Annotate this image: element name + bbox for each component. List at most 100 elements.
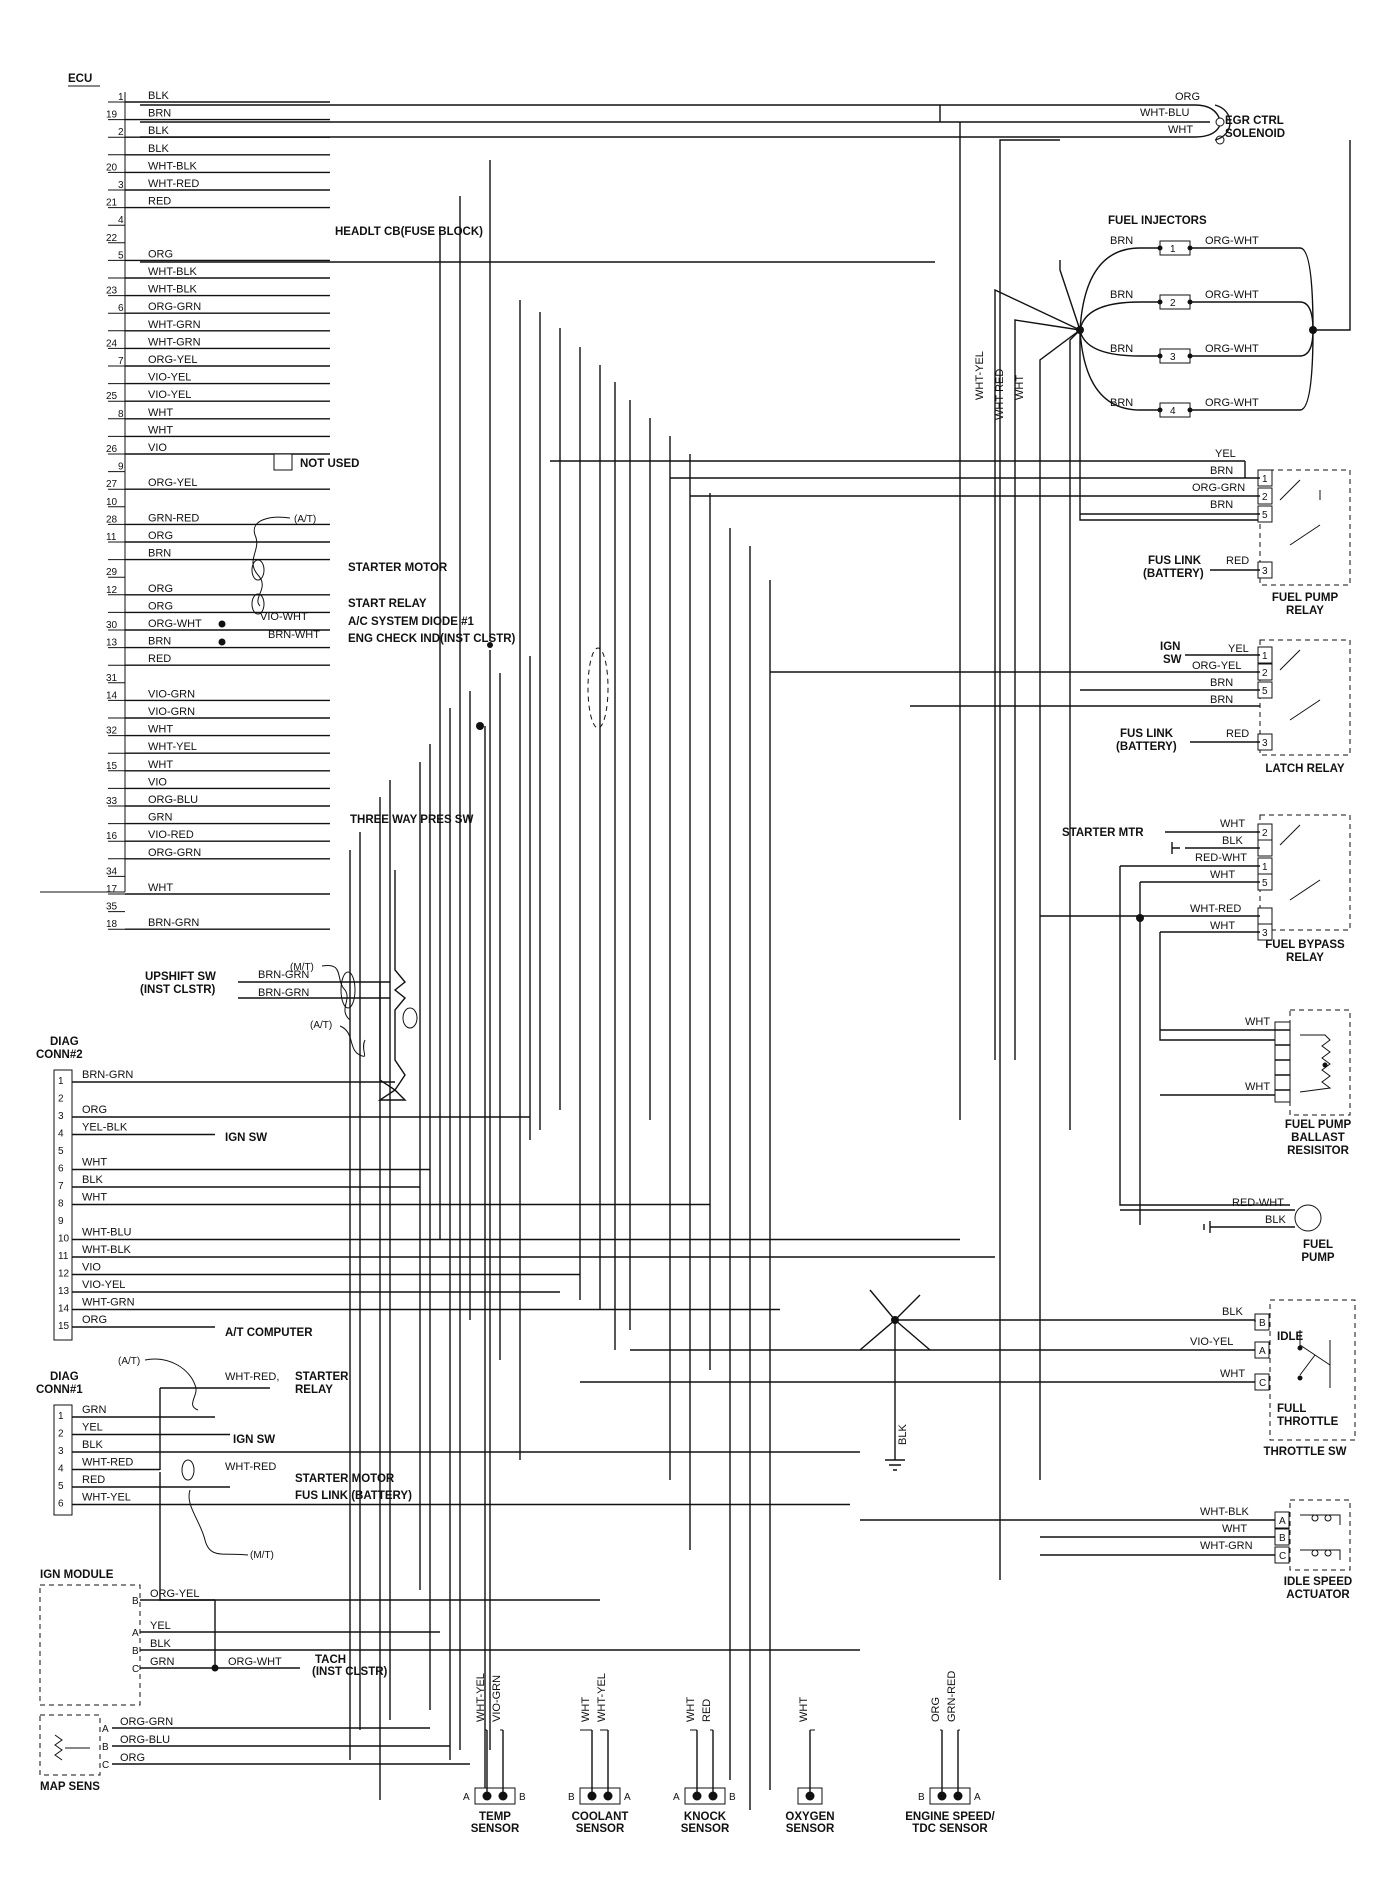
ign-module-wire-label: YEL <box>150 1620 171 1632</box>
diag-conn-2: DIAG CONN#2 1BRN-GRN23ORG4YEL-BLK56WHT7B… <box>36 1036 995 1341</box>
wht-red-vert-label: WHT-RED <box>994 369 1006 420</box>
ecu-wire-label: GRN-RED <box>148 512 199 524</box>
relay-pin-number: 2 <box>1262 668 1268 679</box>
isa-label-1: IDLE SPEED <box>1284 1576 1352 1588</box>
relay-pin-number: A <box>1259 1346 1266 1357</box>
battery-2-label: (BATTERY) <box>1116 741 1177 753</box>
relay-pin-number: B <box>1259 1318 1266 1329</box>
ecu-wire-label: WHT-BLK <box>148 160 198 172</box>
blk-vert-label: BLK <box>897 1424 909 1445</box>
d2-pin-12: 12 <box>58 1269 70 1280</box>
diag1-label-1: DIAG <box>50 1371 79 1383</box>
latch-relay-box <box>1259 639 1351 756</box>
d2-wire-label: BRN-GRN <box>82 1069 133 1081</box>
engine-speed-tdc-sensor-pin-left: B <box>918 1792 925 1803</box>
relay-pin <box>1257 839 1273 857</box>
at-note-3: (A/T) <box>118 1356 140 1367</box>
d1-wire-label: GRN <box>82 1404 107 1416</box>
fuel-bypass-label-2: RELAY <box>1286 952 1324 964</box>
at-computer-label: A/T COMPUTER <box>225 1327 313 1339</box>
ecu-wire-label: WHT-RED <box>148 178 199 190</box>
relay-pin <box>1257 907 1273 925</box>
ecu-pin-14: 14 <box>106 690 118 701</box>
fpr-brn-label: BRN <box>1210 465 1233 477</box>
ecu-wire-label: ORG <box>148 600 173 612</box>
start-relay-label: START RELAY <box>348 598 427 610</box>
injector-org-wht-label: ORG-WHT <box>1205 289 1259 301</box>
eng-check-label: ENG CHECK IND(INST CLSTR) <box>348 633 516 645</box>
engine-speed-tdc-sensor-pin-right: A <box>974 1792 981 1803</box>
d2-wire-label: VIO-YEL <box>82 1279 125 1291</box>
engine-speed-tdc-sensor-label-1: ENGINE SPEED/ <box>905 1811 995 1823</box>
temp-sensor-label-1: TEMP <box>479 1811 511 1823</box>
fpr-red-label: RED <box>1226 555 1249 567</box>
diag2-label-2: CONN#2 <box>36 1049 83 1061</box>
fuel-pump-label-2: PUMP <box>1301 1252 1335 1264</box>
coolant-sensor-label-1: COOLANT <box>572 1811 629 1823</box>
ecu-wire-label: BRN-GRN <box>148 917 199 929</box>
d2-pin-3: 3 <box>58 1111 64 1122</box>
coolant-sensor-wire-label: WHT-YEL <box>596 1673 608 1722</box>
coolant-sensor-label-2: SENSOR <box>576 1823 625 1835</box>
ecu-pin-18: 18 <box>106 919 118 930</box>
isa-label-2: ACTUATOR <box>1286 1589 1350 1601</box>
ecu-wire-label: ORG <box>148 248 173 260</box>
egr-wht-label: WHT <box>1168 124 1193 136</box>
brn-grn-label-b: BRN-GRN <box>258 987 309 999</box>
egr-wht-blu-label: WHT-BLU <box>1140 107 1190 119</box>
oxygen-sensor-wire-label: WHT <box>798 1697 810 1722</box>
d2-pin-1: 1 <box>58 1076 64 1087</box>
d2-pin-9: 9 <box>58 1216 64 1227</box>
ecu-pin-15: 15 <box>106 761 118 772</box>
fb-wht2-label: WHT <box>1210 869 1235 881</box>
d2-wire-label: ORG <box>82 1104 107 1116</box>
ecu-pin-3: 3 <box>118 180 124 191</box>
oxygen-sensor-label-1: OXYGEN <box>785 1811 834 1823</box>
fuel-pump-symbol <box>1294 1204 1322 1232</box>
d1-ign-sw-label: IGN SW <box>233 1434 275 1446</box>
d2-pin-13: 13 <box>58 1286 70 1297</box>
temp-sensor-label-2: SENSOR <box>471 1823 520 1835</box>
engine-speed-tdc-sensor-label-2: TDC SENSOR <box>912 1823 988 1835</box>
fpr-yel-label: YEL <box>1215 448 1236 460</box>
brn-wht-label: BRN-WHT <box>268 629 320 641</box>
ecu-wire-label: WHT-YEL <box>148 741 197 753</box>
temp-sensor-wire-label: VIO-GRN <box>491 1675 503 1722</box>
latch-relay-label: LATCH RELAY <box>1265 763 1345 775</box>
coolant-sensor-pin-left: B <box>568 1792 575 1803</box>
throttle-switch: BAC BLK VIO-YEL WHT IDLE FULL THROTTLE T… <box>580 1289 1356 1471</box>
d2-wire-label: WHT <box>82 1192 107 1204</box>
ecu-pin-8: 8 <box>118 409 124 420</box>
fp-red-wht-label: RED-WHT <box>1232 1197 1284 1209</box>
d2-pin-2: 2 <box>58 1094 64 1105</box>
coolant-sensor-pin-right: A <box>624 1792 631 1803</box>
temp-sensor-pin-right: B <box>519 1792 526 1803</box>
ecu-wire-label: WHT <box>148 424 173 436</box>
ecu-wire-label: WHT-BLK <box>148 284 198 296</box>
injector-brn-label: BRN <box>1110 289 1133 301</box>
mt-note-2: (M/T) <box>250 1550 274 1561</box>
injector-brn-label: BRN <box>1110 343 1133 355</box>
ign-label: IGN <box>1160 641 1180 653</box>
ecu-wire-label: ORG <box>148 583 173 595</box>
ballast-label-1: FUEL PUMP <box>1285 1119 1352 1131</box>
ecu-pin-20: 20 <box>106 162 118 173</box>
ecu-pin-22: 22 <box>106 233 118 244</box>
ecu-pin-27: 27 <box>106 479 118 490</box>
relay-pin-number: B <box>1279 1533 1286 1544</box>
relay-pin-number: 3 <box>1262 928 1268 939</box>
d2-wire-label: BLK <box>82 1174 103 1186</box>
idle-label: IDLE <box>1277 1331 1304 1343</box>
ecu-pin-16: 16 <box>106 831 118 842</box>
d2-pin-5: 5 <box>58 1146 64 1157</box>
relay-pin-number: 1 <box>1262 474 1268 485</box>
injector-number: 4 <box>1170 406 1176 417</box>
engine-speed-tdc-sensor-wire-label: GRN-RED <box>946 1671 958 1722</box>
d1-starter-label: STARTER <box>295 1371 349 1383</box>
knock-sensor-label-2: SENSOR <box>681 1823 730 1835</box>
